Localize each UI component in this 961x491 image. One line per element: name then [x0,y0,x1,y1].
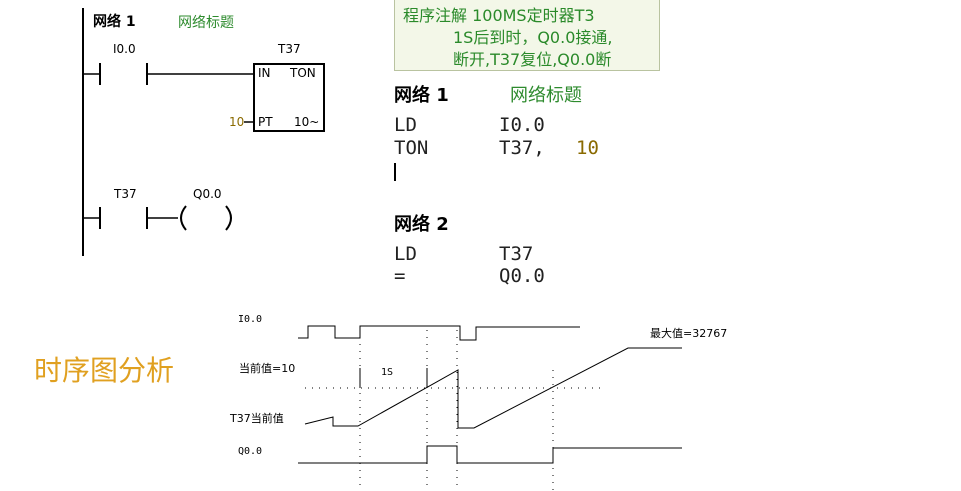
stl-n1-line2-value[interactable]: 10 [576,137,599,159]
timing-current-value-label: 当前值=10 [239,362,296,375]
coil-left-arc [180,205,187,231]
program-comment-box[interactable]: 程序注解 100MS定时器T3 1S后到时，Q0.0接通, 断开,T37复位,Q… [394,0,660,71]
timing-max-value-label: 最大值=32767 [650,327,728,340]
timer-pt-label: PT [258,115,273,129]
timer-base: 10~ [294,115,320,129]
timing-t37-label: T37当前值 [230,412,284,425]
timer-in-label: IN [258,66,271,80]
contact-i00-address: I0.0 [113,42,136,56]
stl-n1-line1-op[interactable]: LD [394,114,417,136]
stl-n2-line1-op[interactable]: LD [394,243,417,265]
ladder-network1-title[interactable]: 网络标题 [178,15,234,31]
timing-one-second-label: 1S [381,367,394,378]
stl-n1-line2-operand[interactable]: T37, [499,137,545,159]
stl-network1-title[interactable]: 网络标题 [510,85,582,106]
comment-line-2: 1S后到时，Q0.0接通, [453,28,613,47]
stl-network1-label: 网络 1 [394,85,449,106]
timing-i00-label: I0.0 [238,314,263,325]
stl-n2-line2-op[interactable]: = [394,265,406,287]
timer-pt-value[interactable]: 10 [229,115,245,129]
stl-n2-line1-operand[interactable]: T37 [499,243,534,265]
stl-n2-line2-operand[interactable]: Q0.0 [499,265,545,287]
stl-network2-label: 网络 2 [394,214,449,235]
i00-waveform [298,325,580,341]
timer-box [253,63,325,132]
comment-line-3: 断开,T37复位,Q0.0断 [453,50,612,69]
coil-right-arc [225,205,232,231]
timing-q00-label: Q0.0 [238,446,263,457]
contact-t37-address: T37 [114,187,137,201]
coil-q00-address: Q0.0 [193,187,222,201]
q00-waveform [298,445,682,464]
stl-n1-line1-operand[interactable]: I0.0 [499,114,545,136]
stl-n1-line2-op[interactable]: TON [394,137,429,159]
t37-value-waveform [304,347,682,429]
timer-type: TON [290,66,316,80]
comment-line-1: 程序注解 100MS定时器T3 [403,6,595,25]
timer-name: T37 [278,42,301,56]
timing-analysis-title: 时序图分析 [34,354,175,387]
ladder-network1-label: 网络 1 [93,14,136,30]
